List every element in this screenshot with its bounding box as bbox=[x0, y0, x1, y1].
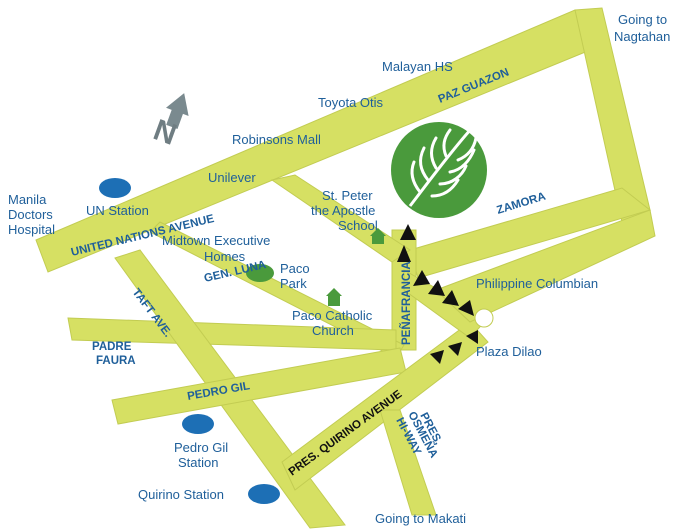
quirino-station-marker bbox=[248, 484, 280, 504]
road-quirino-avenue bbox=[281, 321, 489, 491]
route-arrow bbox=[466, 330, 478, 344]
label-park: Park bbox=[280, 276, 307, 291]
label-pedro-gil-station-1: Pedro Gil bbox=[174, 440, 228, 455]
plaza-dilao-rotunda bbox=[474, 308, 494, 328]
route-arrow bbox=[430, 350, 444, 364]
label-philippine-columbian: Philippine Columbian bbox=[476, 276, 598, 291]
label-midtown-executive: Midtown Executive bbox=[162, 233, 270, 248]
label-un-station: UN Station bbox=[86, 203, 149, 218]
label-pedro-gil-station-2: Station bbox=[178, 455, 218, 470]
label-hospital: Hospital bbox=[8, 222, 55, 237]
un-station-marker bbox=[99, 178, 131, 198]
label-faura: FAURA bbox=[96, 355, 136, 367]
label-manila: Manila bbox=[8, 192, 47, 207]
label-malayan-hs: Malayan HS bbox=[382, 59, 453, 74]
label-st-peter: St. Peter bbox=[322, 188, 373, 203]
route-arrow bbox=[397, 245, 411, 262]
label-church: Church bbox=[312, 323, 354, 338]
label-nagtahan: Nagtahan bbox=[614, 29, 670, 44]
label-penafrancia: PEÑAFRANCIA bbox=[400, 261, 413, 345]
school-icon bbox=[370, 228, 386, 244]
label-homes: Homes bbox=[204, 249, 246, 264]
label-plaza-dilao: Plaza Dilao bbox=[476, 344, 542, 359]
compass-letter: N bbox=[149, 113, 181, 151]
road-gen-luna bbox=[149, 221, 405, 359]
label-unilever: Unilever bbox=[208, 170, 256, 185]
route-arrows bbox=[397, 224, 478, 364]
label-going-to: Going to bbox=[618, 12, 667, 27]
label-padre: PADRE bbox=[92, 341, 132, 353]
label-doctors: Doctors bbox=[8, 207, 53, 222]
route-arrow bbox=[413, 270, 430, 286]
route-arrow bbox=[458, 300, 474, 316]
label-toyota-otis: Toyota Otis bbox=[318, 95, 384, 110]
palm-leaf-logo-icon bbox=[391, 122, 487, 218]
label-school: School bbox=[338, 218, 378, 233]
label-quirino-station: Quirino Station bbox=[138, 487, 224, 502]
pedro-gil-station-marker bbox=[182, 414, 214, 434]
road-osmena-highway bbox=[379, 409, 437, 516]
label-the-apostle: the Apostle bbox=[311, 203, 375, 218]
church-icon bbox=[326, 288, 342, 306]
route-arrow bbox=[400, 224, 416, 240]
label-paco: Paco bbox=[280, 261, 310, 276]
north-arrow-icon: N bbox=[149, 93, 189, 152]
paco-park-marker bbox=[246, 264, 274, 282]
route-arrow bbox=[448, 342, 462, 356]
label-robinsons-mall: Robinsons Mall bbox=[232, 132, 321, 147]
road-plaza-dilao-connector bbox=[435, 209, 656, 323]
road-network bbox=[35, 7, 656, 529]
route-arrow bbox=[428, 280, 445, 296]
route-arrow bbox=[442, 290, 459, 306]
label-paco-catholic: Paco Catholic bbox=[292, 308, 373, 323]
label-going-to-makati: Going to Makati bbox=[375, 511, 466, 526]
